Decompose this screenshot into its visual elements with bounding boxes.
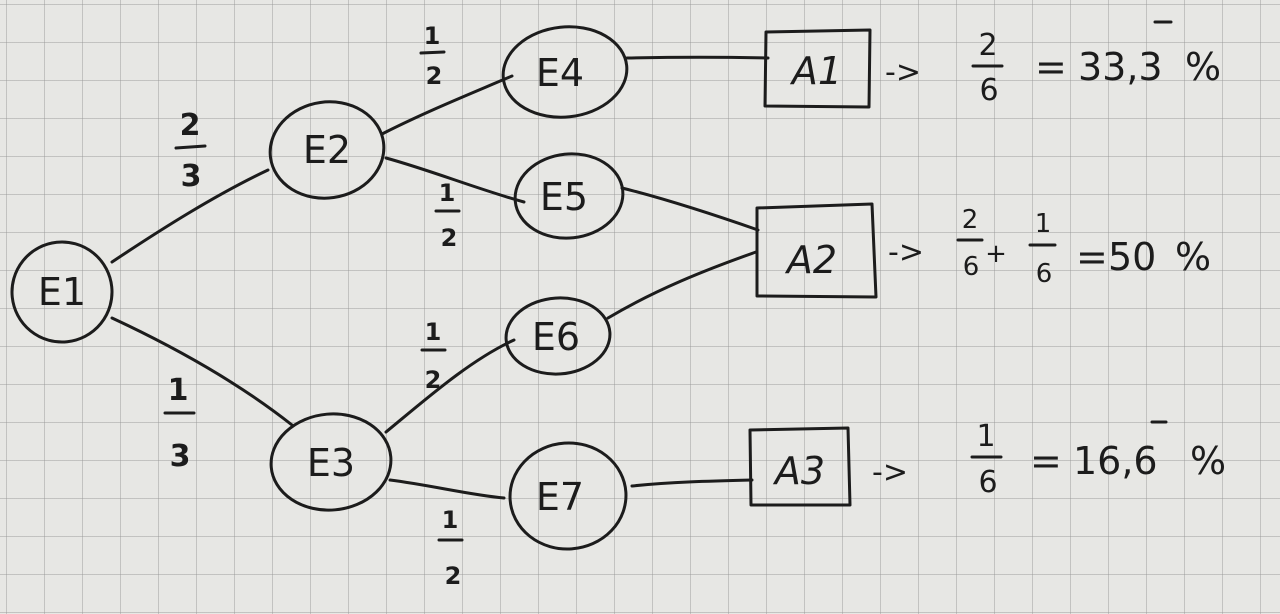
prob-e2-e5-num: 1	[439, 179, 456, 207]
node-e4-label: E4	[536, 51, 584, 95]
node-e3: E3	[269, 412, 393, 512]
node-e2: E2	[268, 100, 386, 200]
prob-e2-e4-num: 1	[424, 22, 441, 50]
result-a1-den: 6	[979, 73, 998, 108]
node-e1: E1	[10, 240, 114, 344]
edge-e3-e6	[384, 338, 516, 434]
result-a2-plus: +	[985, 239, 1007, 269]
node-e7: E7	[508, 441, 628, 551]
edge-e2-e4	[380, 74, 514, 136]
outcome-a3: A3	[748, 426, 852, 507]
edge-e5-a2	[620, 186, 760, 232]
node-e7-label: E7	[536, 475, 584, 519]
result-a3-arrow: ->	[872, 455, 908, 490]
prob-e2-e5-den: 2	[441, 224, 458, 252]
result-a3-num: 1	[976, 419, 995, 454]
result-a2-arrow: ->	[888, 235, 924, 270]
result-a1-value: 33,3	[1078, 45, 1163, 89]
edge-e7-a3	[630, 478, 754, 488]
prob-e3-e6-num: 1	[425, 318, 442, 346]
prob-e1-e3: 1 3	[163, 373, 196, 474]
result-a3-value: 16,6	[1073, 439, 1158, 483]
prob-e3-e6: 1 2	[420, 318, 447, 394]
edge-e4-a1	[625, 55, 770, 60]
prob-e2-e4: 1 2	[419, 22, 446, 90]
prob-e1-e2-num: 2	[180, 108, 201, 143]
node-e1-label: E1	[38, 270, 86, 314]
result-a2-value: 50	[1108, 235, 1156, 279]
result-a2-den1: 6	[963, 252, 980, 282]
result-a1-percent: %	[1185, 45, 1221, 89]
node-e6-label: E6	[532, 315, 580, 359]
node-e5: E5	[513, 152, 625, 240]
tree-edges	[110, 55, 770, 500]
result-a1-equals: =	[1035, 45, 1067, 89]
prob-e1-e2-den: 3	[181, 159, 202, 194]
outcome-a1: A1	[763, 28, 872, 109]
prob-e3-e6-den: 2	[425, 366, 442, 394]
result-a2-percent: %	[1175, 235, 1211, 279]
prob-e1-e2: 2 3	[174, 108, 207, 194]
result-a2-equals: =	[1076, 235, 1108, 279]
node-e2-label: E2	[303, 128, 351, 172]
result-a3-den: 6	[978, 465, 997, 500]
prob-e3-e7-num: 1	[442, 506, 459, 534]
outcome-a1-label: A1	[789, 49, 842, 93]
result-a1-num: 2	[978, 28, 997, 63]
prob-e2-e5: 1 2	[434, 179, 461, 252]
outcome-a2: A2	[755, 202, 878, 299]
node-e6: E6	[504, 296, 612, 376]
result-a2-num2: 1	[1035, 209, 1052, 239]
result-a3-percent: %	[1190, 439, 1226, 483]
prob-e1-e3-den: 3	[170, 439, 191, 474]
prob-e3-e7-den: 2	[445, 562, 462, 590]
result-a3-equals: =	[1030, 439, 1062, 483]
prob-e2-e4-den: 2	[426, 62, 443, 90]
edge-e1-e3	[110, 316, 294, 427]
result-a3: -> 1 6 = 16,6 %	[872, 419, 1226, 500]
prob-e1-e3-num: 1	[168, 373, 189, 408]
node-e3-label: E3	[307, 441, 355, 485]
outcome-a3-label: A3	[772, 449, 825, 493]
result-a2-num1: 2	[962, 205, 979, 235]
prob-e3-e7: 1 2	[437, 506, 464, 590]
edge-e3-e7	[388, 478, 506, 500]
result-a2: -> 2 6 + 1 6 = 50 %	[888, 205, 1211, 289]
result-a2-den2: 6	[1036, 259, 1053, 289]
outcome-a2-label: A2	[784, 238, 837, 282]
edge-e2-e5	[384, 156, 526, 204]
node-e5-label: E5	[540, 175, 588, 219]
edge-e6-a2	[606, 250, 758, 320]
edge-e1-e2	[110, 168, 270, 264]
result-a1-arrow: ->	[885, 55, 921, 90]
node-e4: E4	[501, 25, 629, 119]
result-a1: -> 2 6 = 33,3 %	[885, 20, 1221, 108]
